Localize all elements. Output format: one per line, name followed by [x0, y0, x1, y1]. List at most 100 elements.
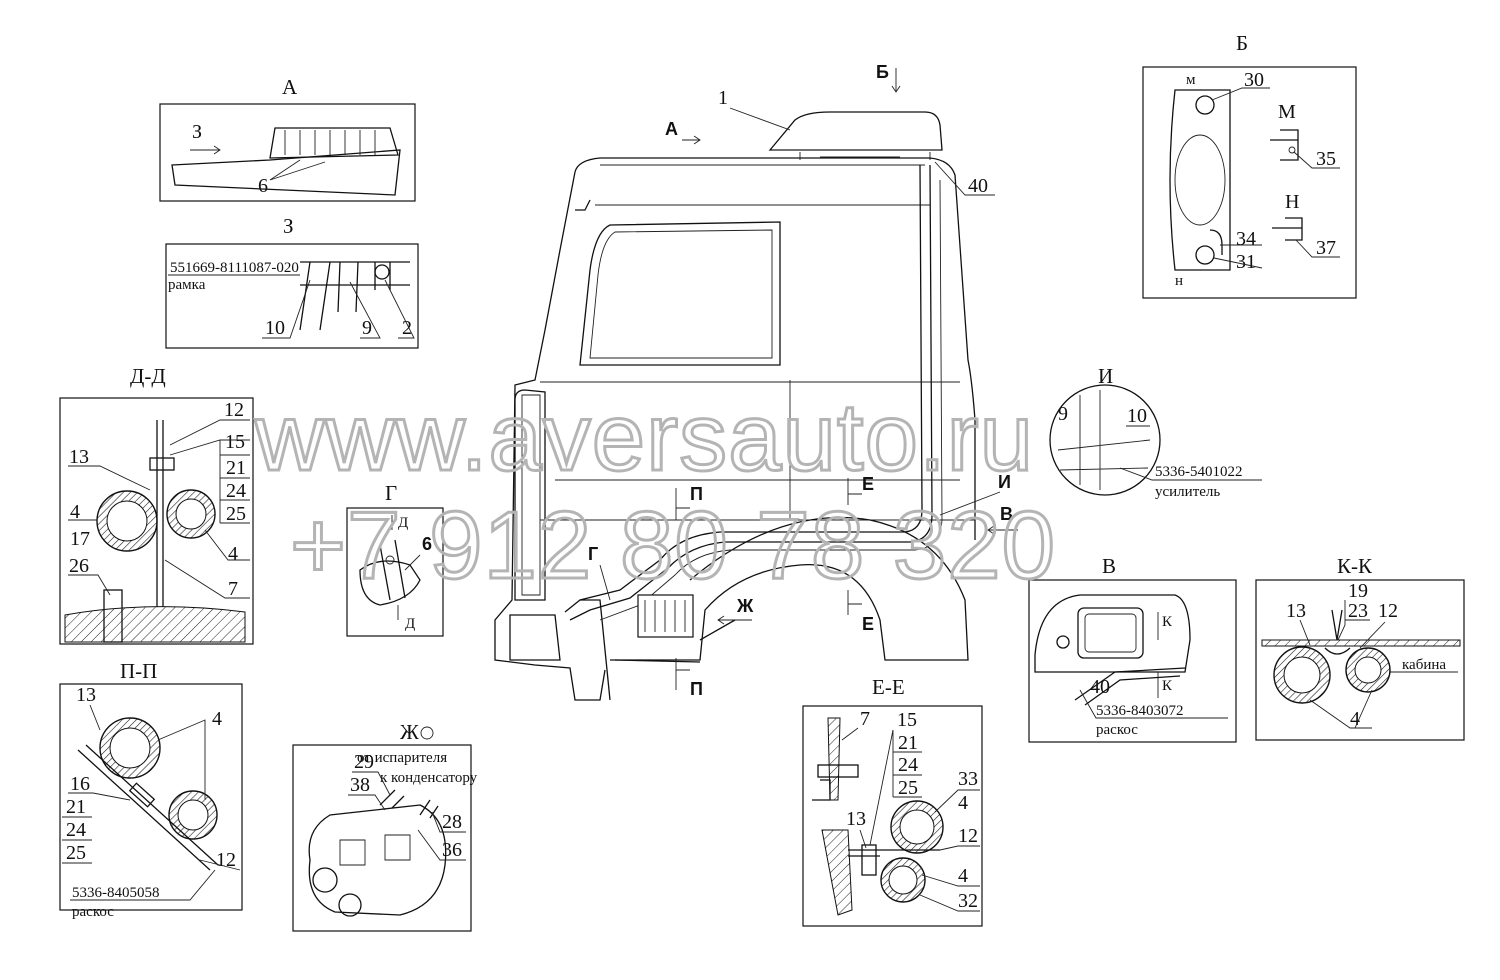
- view-b-small-n: н: [1175, 273, 1183, 289]
- view-i-callout-9: 9: [1058, 403, 1068, 425]
- view-v-title: В: [1102, 554, 1116, 578]
- main-callouts: 1 40 А Б П П Е Е И В Г Ж: [588, 62, 1018, 699]
- ee-callout-15: 15: [897, 709, 917, 731]
- kk-callout-4: 4: [1350, 708, 1360, 730]
- view-b: Б м н 30 34 31 М 35 Н 37: [1142, 31, 1357, 299]
- view-v-k-top: К: [1162, 614, 1173, 630]
- compressor-unit: [637, 594, 694, 638]
- ee-callout-12: 12: [958, 825, 978, 847]
- dd-callout-17: 17: [70, 528, 90, 550]
- ee-callout-21: 21: [898, 732, 918, 754]
- dd-callout-4-left: 4: [70, 501, 80, 523]
- roof-unit-bottom: [1169, 89, 1231, 271]
- view-i-callout-10: 10: [1127, 405, 1147, 427]
- view-v-part-name: раскос: [1096, 722, 1138, 738]
- dd-callout-25: 25: [226, 503, 246, 525]
- dd-callout-24: 24: [226, 480, 246, 502]
- section-e-bottom-label: Е: [862, 614, 874, 634]
- section-e-top-label: Е: [862, 474, 874, 494]
- section-g-label: Г: [588, 544, 598, 564]
- wheel-arch: [610, 516, 969, 661]
- view-dd-title: Д-Д: [130, 364, 166, 388]
- view-i: И 9 10 5336-5401022 усилитель: [1049, 364, 1262, 500]
- view-ee-title: Е-Е: [872, 675, 905, 699]
- dd-callout-7: 7: [228, 578, 238, 600]
- kk-callout-13: 13: [1286, 600, 1306, 622]
- pp-callout-13: 13: [76, 684, 96, 706]
- door-window: [579, 221, 781, 366]
- view-g-callout-6: 6: [422, 534, 432, 554]
- ee-callout-13: 13: [846, 808, 866, 830]
- view-pp: П-П 13 4 16 21 24 25 12 5336-8405058 рас…: [59, 659, 243, 920]
- view-b-callout-35: 35: [1316, 148, 1336, 170]
- ee-callout-7: 7: [860, 708, 870, 730]
- view-z-title: З: [283, 214, 294, 238]
- ee-callout-25: 25: [898, 777, 918, 799]
- cab-drawing: [494, 111, 976, 701]
- callout-1: 1: [718, 87, 728, 109]
- section-i-label: И: [998, 472, 1011, 492]
- section-v-label: В: [1000, 504, 1013, 524]
- view-g-title: Г: [385, 481, 397, 505]
- view-z-part-number: 551669-8111087-020: [170, 260, 299, 276]
- cab-roof-line: [574, 157, 976, 540]
- ee-callout-4-top: 4: [958, 792, 968, 814]
- view-a-callout-6: 6: [258, 175, 268, 197]
- view-a-arrow-label: З: [192, 121, 202, 143]
- compressor-body: [308, 804, 447, 916]
- view-kk-title: К-К: [1337, 554, 1373, 578]
- view-i-part-number: 5336-5401022: [1155, 464, 1243, 480]
- view-dd: Д-Д 12 15 21 24 25 13 4 4 17 26 7: [59, 364, 254, 645]
- section-zh-label: Ж: [736, 596, 754, 616]
- ee-callout-33: 33: [958, 768, 978, 790]
- view-b-detail-m-title: М: [1278, 101, 1296, 123]
- view-g-d-top: Д: [398, 515, 408, 531]
- view-a-title: А: [282, 75, 298, 99]
- view-zh-to: к конденсатору: [380, 770, 478, 786]
- dd-callout-13: 13: [69, 446, 89, 468]
- view-z: З 551669-8111087-020 рамка 10 9 2: [165, 214, 419, 349]
- view-i-circle: [1049, 384, 1161, 496]
- zh-callout-29: 29: [354, 751, 374, 773]
- view-a: А З 6: [159, 75, 416, 202]
- view-b-callout-30: 30: [1244, 69, 1264, 91]
- view-b-callout-31: 31: [1236, 251, 1256, 273]
- pp-callout-25: 25: [66, 842, 86, 864]
- dd-callout-4-right: 4: [228, 543, 238, 565]
- dd-callout-15: 15: [225, 431, 245, 453]
- roof-section: [171, 149, 401, 196]
- watermark: www.aversauto.ru +7 912 80 78 320: [253, 383, 1057, 601]
- section-a-label: А: [665, 119, 678, 139]
- view-ee: Е-Е 7 15 21 24 25 33 4 12 13 4 32: [802, 675, 983, 927]
- roof-unit-side: [1034, 594, 1191, 673]
- pp-callout-16: 16: [70, 773, 90, 795]
- view-zh-from: от испарителя: [357, 750, 447, 766]
- view-g: Г Д Д 6: [346, 481, 444, 637]
- view-v-k-bottom: К: [1162, 678, 1173, 694]
- pp-callout-21: 21: [66, 796, 86, 818]
- section-b-label: Б: [876, 62, 889, 82]
- view-g-d-bottom: Д: [405, 616, 415, 632]
- view-z-callout-10: 10: [265, 317, 285, 339]
- view-b-small-m: м: [1186, 72, 1196, 88]
- pp-callout-24: 24: [66, 819, 86, 841]
- view-zh-title: Ж: [400, 720, 419, 744]
- ee-callout-4-bottom: 4: [958, 865, 968, 887]
- view-z-part-name: рамка: [168, 277, 206, 293]
- view-kk: К-К 19 23 13 12 4 кабина: [1255, 554, 1465, 741]
- section-p-bottom-label: П: [690, 679, 703, 699]
- pipe-route-1: [564, 164, 923, 613]
- kk-callout-19: 19: [1348, 580, 1368, 602]
- kk-callout-12: 12: [1378, 600, 1398, 622]
- zh-callout-38: 38: [350, 774, 370, 796]
- roof-unit: [768, 111, 943, 151]
- dd-callout-12: 12: [224, 399, 244, 421]
- zh-callout-36: 36: [442, 839, 462, 861]
- view-b-title: Б: [1236, 31, 1248, 55]
- dd-callout-21: 21: [226, 457, 246, 479]
- view-b-callout-37: 37: [1316, 237, 1336, 259]
- view-i-part-name: усилитель: [1155, 484, 1220, 500]
- kk-callout-23: 23: [1348, 600, 1368, 622]
